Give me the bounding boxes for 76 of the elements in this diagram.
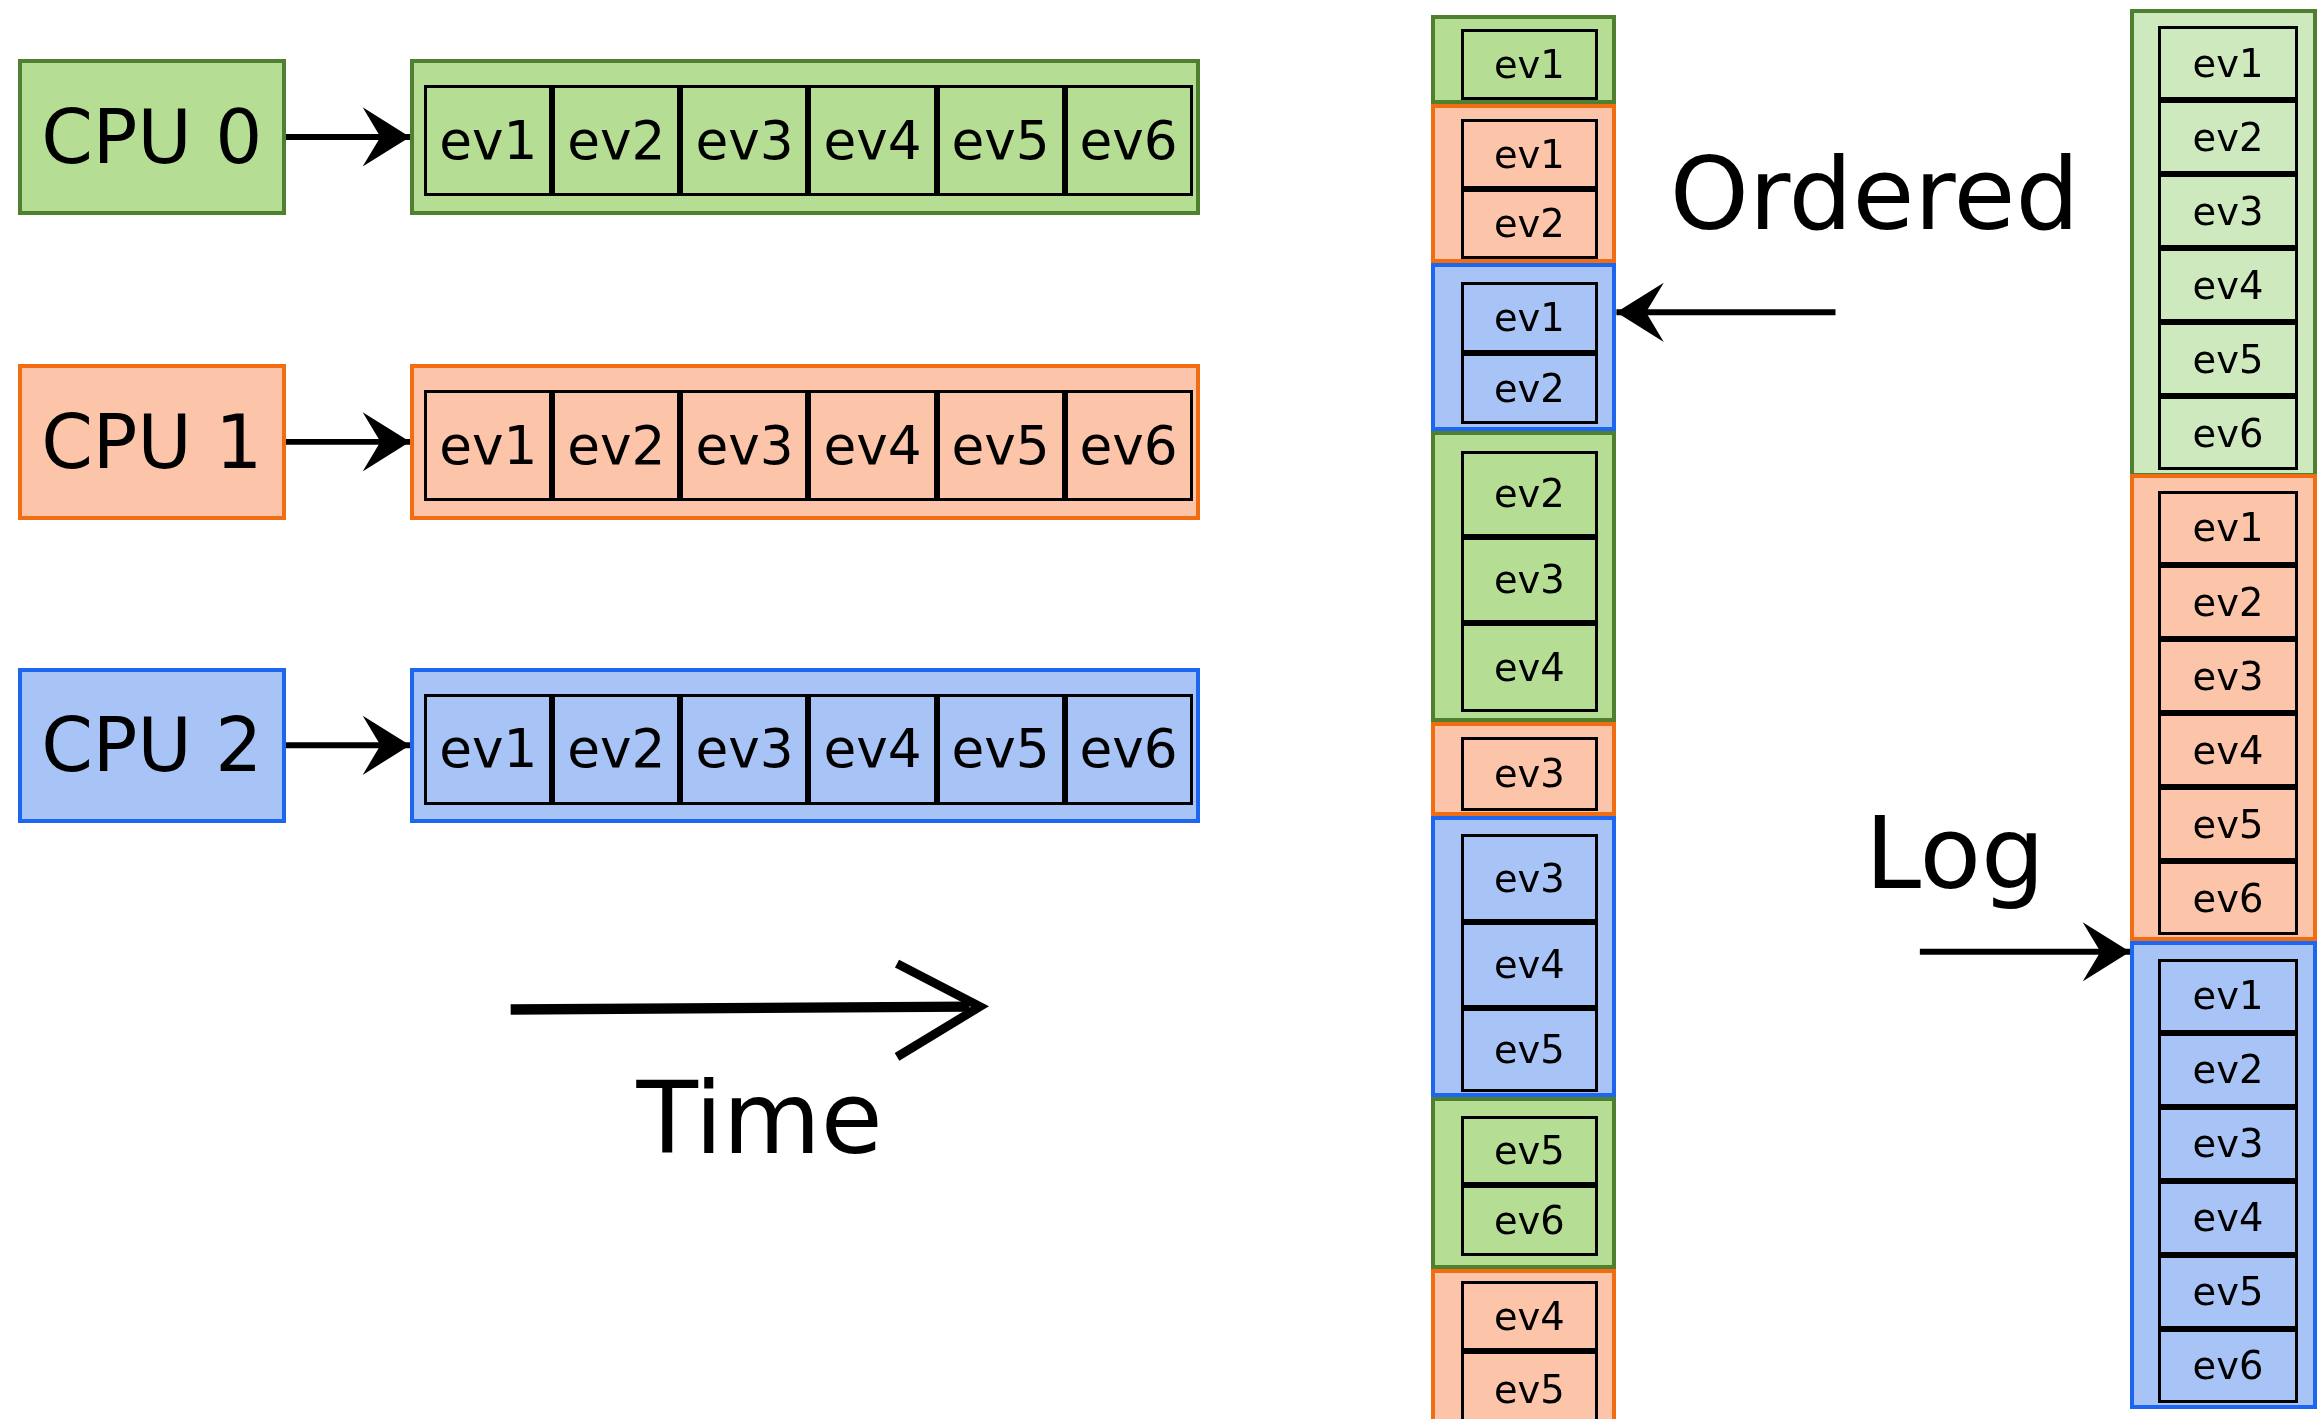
event-cell: ev4: [1460, 622, 1599, 712]
event-cell: ev2: [1460, 189, 1599, 259]
event-cell: ev2: [2157, 100, 2299, 175]
event-group-box: [1431, 430, 1617, 723]
event-cell: ev6: [2157, 1328, 2299, 1403]
arrow: [285, 412, 410, 472]
event-group-box: [1431, 14, 1617, 104]
event-cell: ev6: [1064, 390, 1193, 502]
event-cell: ev2: [2157, 1032, 2299, 1107]
event-cell: ev3: [1460, 536, 1599, 623]
event-cell: ev1: [1460, 119, 1599, 189]
event-cell: ev4: [2157, 1180, 2299, 1255]
event-cell: ev4: [808, 693, 937, 805]
event-cell: ev1: [1460, 29, 1599, 101]
event-cell: ev4: [1460, 921, 1599, 1008]
event-cell: ev1: [424, 693, 553, 805]
event-group-box: [1431, 722, 1617, 816]
event-cell: ev4: [808, 390, 937, 502]
event-cell: ev1: [2157, 26, 2299, 101]
event-cell: ev1: [2157, 491, 2299, 565]
event-group-box: [2130, 473, 2317, 942]
event-cell: ev5: [1460, 1351, 1599, 1419]
event-cell: ev1: [424, 85, 553, 197]
axis-label: Time: [636, 1068, 883, 1170]
event-cell: ev3: [2157, 639, 2299, 713]
cpu-box: CPU 2: [17, 667, 286, 823]
event-cell: ev5: [936, 85, 1065, 197]
event-cell: ev6: [1064, 85, 1193, 197]
arrow: [1919, 922, 2131, 982]
event-cell: ev6: [2157, 861, 2299, 936]
event-cell: ev2: [1460, 451, 1599, 537]
event-cell: ev5: [1460, 1115, 1599, 1186]
event-cell: ev4: [808, 85, 937, 197]
column-label: Ordered: [1669, 145, 2080, 246]
event-cell: ev3: [1460, 834, 1599, 922]
event-cell: ev2: [2157, 565, 2299, 639]
event-cell: ev3: [680, 390, 809, 502]
arrow: [285, 107, 410, 167]
event-cell: ev5: [1460, 1007, 1599, 1092]
event-cell: ev5: [936, 693, 1065, 805]
event-cell: ev4: [2157, 248, 2299, 323]
event-cell: ev1: [1460, 282, 1599, 354]
event-cell: ev4: [1460, 1281, 1599, 1351]
event-cell: ev5: [2157, 787, 2299, 862]
event-cell: ev1: [424, 390, 553, 502]
event-cell: ev4: [2157, 713, 2299, 787]
event-cell: ev5: [2157, 1254, 2299, 1329]
event-group-box: [1431, 1096, 1617, 1269]
event-cell: ev2: [552, 390, 681, 502]
event-cell: ev2: [552, 85, 681, 197]
event-group-box: [1431, 1268, 1617, 1419]
event-cell: ev3: [680, 85, 809, 197]
event-cell: ev6: [1460, 1185, 1599, 1257]
event-group-box: [1431, 815, 1617, 1097]
event-cell: ev3: [2157, 174, 2299, 249]
buffer-box: [410, 667, 1201, 823]
event-cell: ev2: [1460, 353, 1599, 425]
event-cell: ev2: [552, 693, 681, 805]
arrow: [285, 715, 410, 775]
event-cell: ev5: [2157, 322, 2299, 397]
cpu-box: CPU 1: [17, 364, 286, 520]
event-cell: ev6: [2157, 396, 2299, 471]
event-cell: ev3: [680, 693, 809, 805]
event-cell: ev3: [1460, 736, 1599, 811]
event-cell: ev5: [936, 390, 1065, 502]
event-group-box: [1431, 263, 1617, 431]
event-group-box: [1431, 103, 1617, 264]
cpu-box: CPU 0: [17, 59, 286, 215]
buffer-box: [410, 59, 1201, 215]
event-cell: ev1: [2157, 958, 2299, 1033]
arrow: [1616, 282, 1836, 342]
event-cell: ev3: [2157, 1106, 2299, 1181]
event-cell: ev6: [1064, 693, 1193, 805]
buffer-box: [410, 364, 1201, 520]
event-group-box: [2130, 941, 2317, 1410]
event-group-box: [2130, 8, 2317, 477]
